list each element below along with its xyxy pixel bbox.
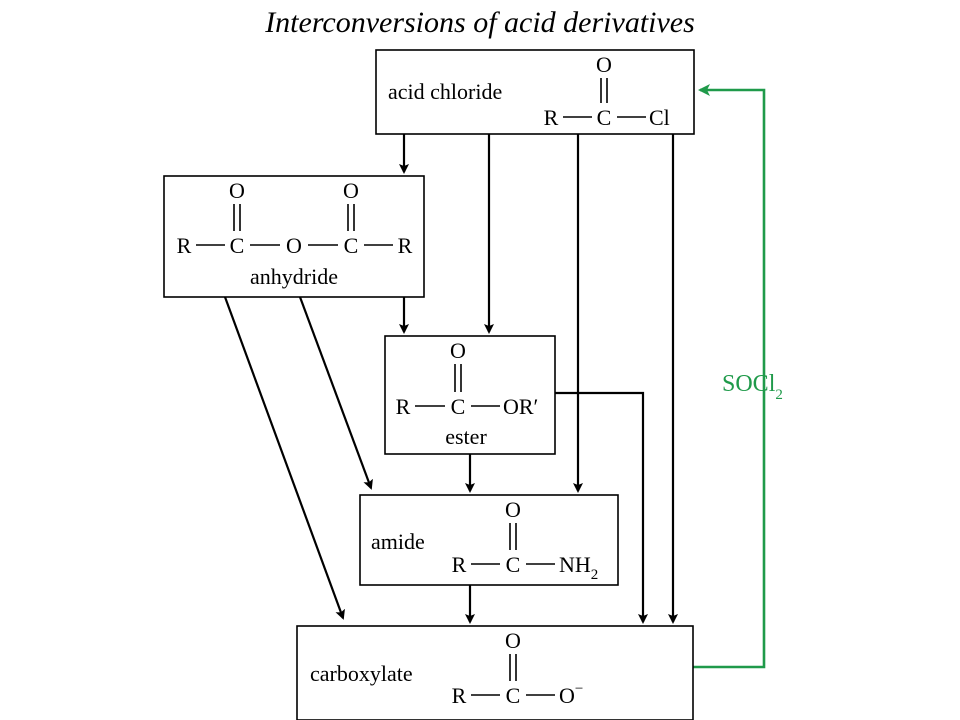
arrow-anhydride-to-carboxylate [223,296,345,620]
svg-text:O: O [229,178,245,203]
node-amide: amide O R C NH2 [359,494,619,586]
anionic-oxygen: O− [559,681,583,708]
anhydride-label: anhydride [250,264,338,289]
svg-text:O: O [450,338,466,363]
svg-text:O: O [505,497,521,522]
svg-text:C: C [344,233,359,258]
chlorine: Cl [649,105,670,130]
svg-text:R: R [452,683,467,708]
svg-text:R: R [177,233,192,258]
svg-text:O: O [343,178,359,203]
reagent-label: SOCl2 [722,371,783,403]
amide-label: amide [371,529,425,554]
amine-group: NH2 [559,552,598,583]
diagram-title: Interconversions of acid derivatives [264,6,695,39]
svg-text:O: O [286,233,302,258]
svg-text:C: C [230,233,245,258]
green-arrow-carboxylate-to-chloride [693,84,766,669]
carboxylate-label: carboxylate [310,661,413,686]
svg-text:C: C [451,394,466,419]
arrow-anhydride-to-amide [298,296,373,490]
node-carboxylate: carboxylate O R C O− [296,625,694,720]
svg-text:C: C [506,683,521,708]
svg-text:C: C [506,552,521,577]
svg-text:R: R [396,394,411,419]
node-acid-chloride: acid chloride O R C Cl [375,49,695,135]
svg-text:OR′: OR′ [503,394,538,419]
socl2-arrow [693,84,766,669]
svg-text:R: R [398,233,413,258]
node-ester: O R C OR′ ester [384,335,556,455]
carbonyl-oxygen: O [596,52,612,77]
node-anhydride: O O R C O C R anhydride [163,175,425,298]
svg-text:O: O [505,628,521,653]
reaction-arrows [223,134,678,624]
arrow-ester-to-carboxylate [555,391,648,624]
carbon: C [597,105,612,130]
ester-label: ester [445,424,487,449]
acid-chloride-label: acid chloride [388,79,502,104]
r-group: R [544,105,559,130]
svg-text:R: R [452,552,467,577]
